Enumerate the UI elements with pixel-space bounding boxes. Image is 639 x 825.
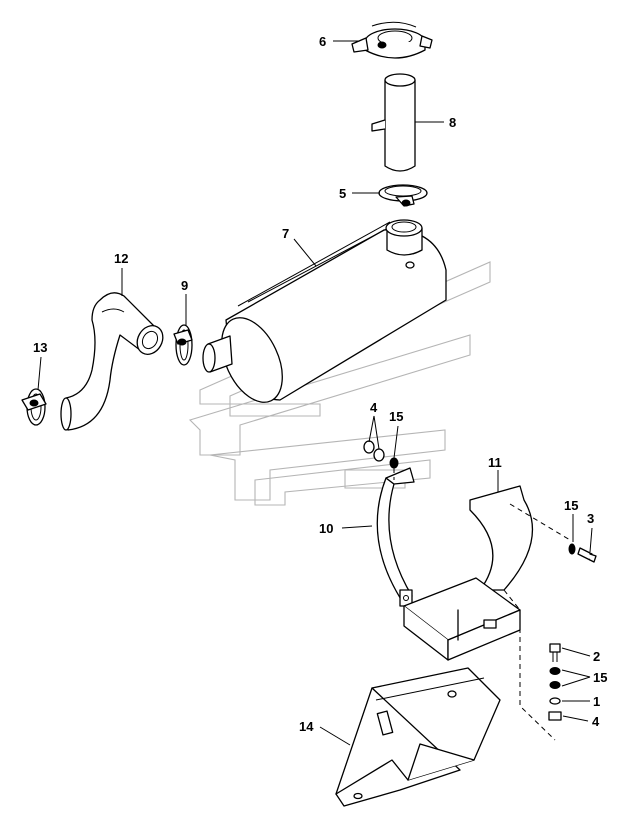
callout-15-lower: 15 [593, 670, 607, 685]
mounting-strap [376, 467, 415, 607]
curved-pipe [60, 292, 164, 431]
callout-5: 5 [339, 186, 346, 201]
callout-labels: 6 8 5 7 12 9 13 4 15 11 10 15 3 2 15 1 4… [33, 34, 607, 734]
hose-clamp-9 [173, 324, 193, 366]
callout-12: 12 [114, 251, 128, 266]
callout-9: 9 [181, 278, 188, 293]
callout-8: 8 [449, 115, 456, 130]
bolt-stack [548, 643, 562, 721]
callout-15-right: 15 [564, 498, 578, 513]
callout-15-upper: 15 [389, 409, 403, 424]
leader-lines [37, 40, 593, 746]
callout-4-upper: 4 [370, 400, 378, 415]
callout-1: 1 [593, 694, 600, 709]
dashed-guides [393, 468, 571, 741]
callout-3: 3 [587, 511, 594, 526]
exhaust-pipe [371, 73, 416, 172]
callout-10: 10 [319, 521, 333, 536]
callout-6: 6 [319, 34, 326, 49]
base-plate [335, 667, 501, 807]
callout-13: 13 [33, 340, 47, 355]
callout-4-lower: 4 [592, 714, 600, 729]
callout-7: 7 [282, 226, 289, 241]
muffler [202, 219, 447, 403]
support-bracket [403, 485, 534, 661]
bolt-washer-right [568, 543, 597, 563]
callout-11: 11 [488, 455, 502, 470]
pipe-clamp [378, 184, 428, 207]
callout-14: 14 [299, 719, 314, 734]
callout-2: 2 [593, 649, 600, 664]
rain-cap [351, 21, 433, 59]
hose-clamp-13 [21, 388, 47, 426]
nuts-upper [363, 440, 399, 469]
